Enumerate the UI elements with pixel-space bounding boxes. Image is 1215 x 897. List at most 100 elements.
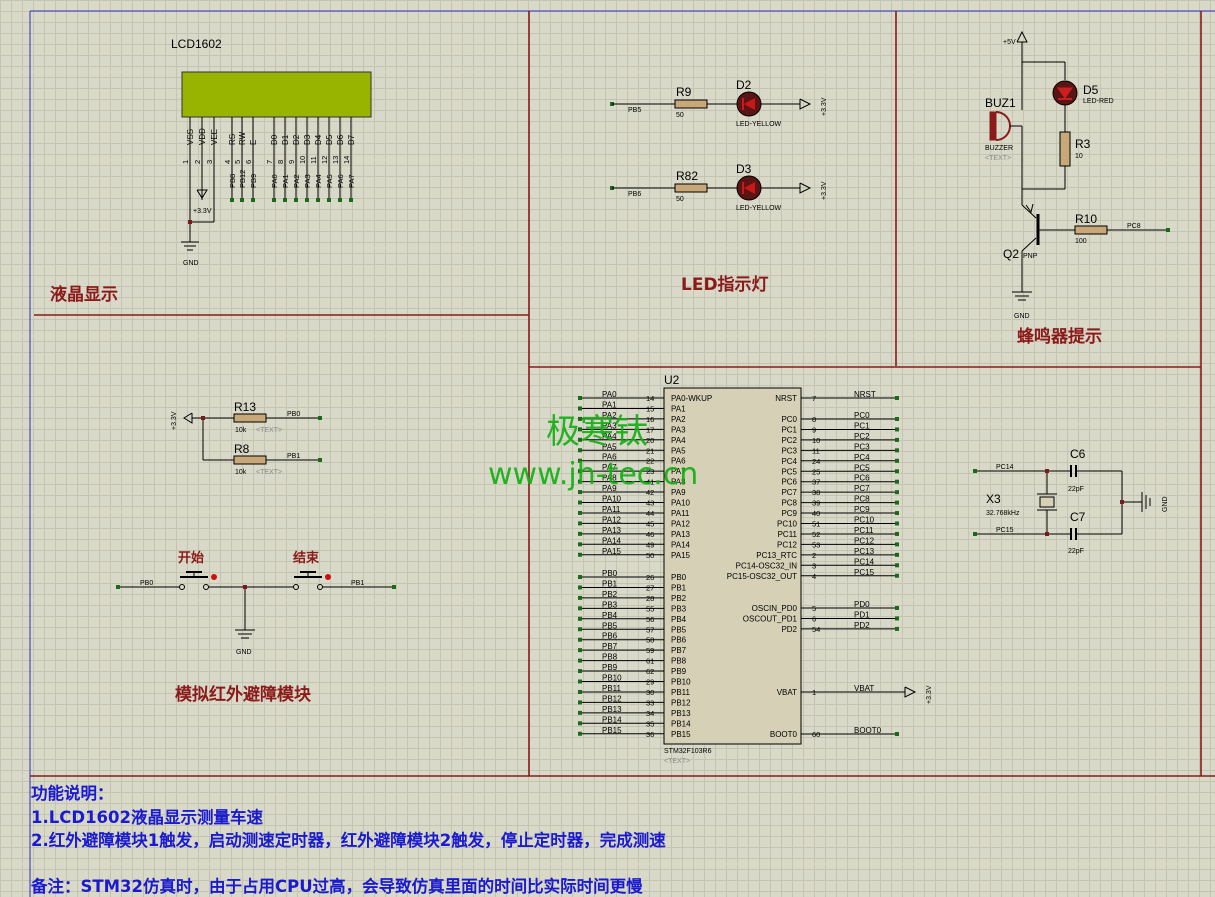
mcu-pin-terminal xyxy=(578,616,582,621)
mcu-pin-number: 3 xyxy=(812,561,816,570)
mcu-net-label: PB0 xyxy=(602,569,618,578)
mcu-net-label: PA11 xyxy=(602,505,621,514)
mcu-pin-number: 33 xyxy=(646,698,654,707)
lcd-pin-name: D0 xyxy=(270,134,279,145)
mcu-pin-number: 5 xyxy=(812,604,816,613)
mcu-pin-name: PC9 xyxy=(781,509,797,518)
lcd-net-label: PB8 xyxy=(228,174,237,188)
c6-value: 22pF xyxy=(1068,486,1084,493)
r8-ref: R8 xyxy=(234,442,250,456)
notes-line2: 2.红外避障模块1触发，启动测速定时器，红外避障模块2触发，停止定时器，完成测速 xyxy=(31,831,666,850)
mcu-part-label: STM32F103R6 xyxy=(664,748,712,755)
mcu-pin-number: 59 xyxy=(646,646,654,655)
mcu-pin-terminal xyxy=(578,679,582,684)
buzzer-gnd-label: GND xyxy=(1014,313,1030,320)
led-supply-label: +3.3V xyxy=(821,97,828,116)
ir-pullup-circuit[interactable] xyxy=(183,412,322,465)
crystal-labels: PC14 PC15 X3 32.768kHz C6 22pF C7 22pF G… xyxy=(986,447,1169,555)
mcu-pin-number: 20 xyxy=(646,436,654,445)
mcu-pin-terminal xyxy=(895,427,899,432)
mcu-pin-name: PC15-OSC32_OUT xyxy=(727,572,797,581)
lcd-pin-number: 5 xyxy=(233,160,242,164)
mcu-pin-number: 35 xyxy=(646,719,654,728)
mcu-pin-number: 23 xyxy=(646,467,654,476)
mcu-net-label: PB1 xyxy=(602,579,618,588)
mcu-pin-number: 45 xyxy=(646,519,654,528)
buz1-text-placeholder: <TEXT> xyxy=(985,155,1011,162)
watermark-line2: www.jh-tec.cn xyxy=(488,457,698,492)
vbat-supply-arrow xyxy=(904,686,917,698)
mcu-ref-label: U2 xyxy=(664,373,680,387)
led-net-label: PB6 xyxy=(628,191,641,198)
mcu-pin-number: 43 xyxy=(646,499,654,508)
mcu-pin-number: 29 xyxy=(646,678,654,687)
lcd-pin-name: VEE xyxy=(210,129,219,145)
btn-end-indicator xyxy=(325,574,331,580)
mcu-net-label: PC5 xyxy=(854,463,870,472)
mcu-pin-number: 21 xyxy=(646,446,654,455)
mcu-pin-terminal xyxy=(895,542,899,547)
mcu-pin-terminal xyxy=(578,606,582,611)
mcu-pin-terminal xyxy=(895,552,899,557)
lcd-screen xyxy=(181,71,372,118)
led-value: LED-YELLOW xyxy=(736,121,782,128)
lcd-pin-number: 1 xyxy=(181,160,190,164)
crystal-junction-bottom xyxy=(1045,532,1049,536)
mcu-pin-terminal xyxy=(578,552,582,557)
mcu-pin-terminal xyxy=(578,721,582,726)
mcu-pin-name: PA7 xyxy=(671,467,686,476)
mcu-pin-name: PA10 xyxy=(671,499,691,508)
lcd-net-label: PB12 xyxy=(238,170,247,188)
mcu-pin-name: PB13 xyxy=(671,709,691,718)
mcu-pin-number: 37 xyxy=(812,478,820,487)
lcd-net-label: PA0 xyxy=(270,174,279,188)
mcu-net-label: PB10 xyxy=(602,674,622,683)
lcd-pin-name: VSS xyxy=(186,129,195,145)
mcu-pin-number: 1 xyxy=(812,688,816,697)
mcu-pin-name: PB3 xyxy=(671,604,687,613)
mcu-pin-terminal xyxy=(578,542,582,547)
mcu-pin-terminal xyxy=(895,500,899,505)
lcd-pin-terminal xyxy=(305,198,309,202)
buzzer-dome xyxy=(995,111,1011,141)
led-triangle xyxy=(744,182,755,194)
mcu-pin-name: PA5 xyxy=(671,446,686,455)
mcu-pin-number: 30 xyxy=(646,688,654,697)
mcu-pin-terminal xyxy=(578,731,582,736)
mcu-pin-terminal xyxy=(578,531,582,536)
r8-net-label: PB1 xyxy=(287,453,300,460)
lcd-pin-name: E xyxy=(249,140,258,145)
buzzer-labels: +5V BUZ1 BUZZER <TEXT> D5 LED-RED R3 10 … xyxy=(985,39,1141,320)
mcu-text-placeholder: <TEXT> xyxy=(664,758,690,765)
crystal-junction-top xyxy=(1045,469,1049,473)
mcu-net-label: PB12 xyxy=(602,694,622,703)
crystal-circuit[interactable] xyxy=(973,465,1151,540)
mcu-net-label: PA10 xyxy=(602,495,622,504)
buzzer-circuit[interactable] xyxy=(989,30,1170,301)
led-indicator-circuit[interactable]: PB5R950D2LED-YELLOW+3.3VPB6R8250D3LED-YE… xyxy=(610,78,828,212)
mcu-pin-number: 9 xyxy=(812,425,816,434)
ir-button-circuit[interactable] xyxy=(116,571,396,639)
lcd-pin-number: 3 xyxy=(205,160,214,164)
mcu-net-label: PA3 xyxy=(602,421,617,430)
lcd-pin-terminal xyxy=(230,198,234,202)
mcu-pin-name: PB1 xyxy=(671,583,687,592)
lcd1602-component[interactable]: LCD1602 VSS1VDD2VEE3RS4RW5E6D07D18D29D31… xyxy=(171,37,372,267)
mcu-pin-terminal xyxy=(895,448,899,453)
mcu-pin-number: 54 xyxy=(812,625,820,634)
mcu-pin-terminal xyxy=(578,585,582,590)
mcu-pin-number: 41 xyxy=(646,478,654,487)
mcu-pin-number: 14 xyxy=(646,394,654,403)
supply-5v-symbol xyxy=(1016,30,1028,43)
mcu-net-label: PC1 xyxy=(854,421,870,430)
lcd-pin-number: 8 xyxy=(276,160,285,164)
mcu-pin-terminal xyxy=(895,732,899,736)
mcu-pin-name: PA6 xyxy=(671,457,686,466)
mcu-pin-number: 15 xyxy=(646,404,654,413)
mcu-pin-terminal xyxy=(895,626,899,631)
lcd-pin-name: VDD xyxy=(198,128,207,145)
lcd-pin-terminal xyxy=(283,198,287,202)
